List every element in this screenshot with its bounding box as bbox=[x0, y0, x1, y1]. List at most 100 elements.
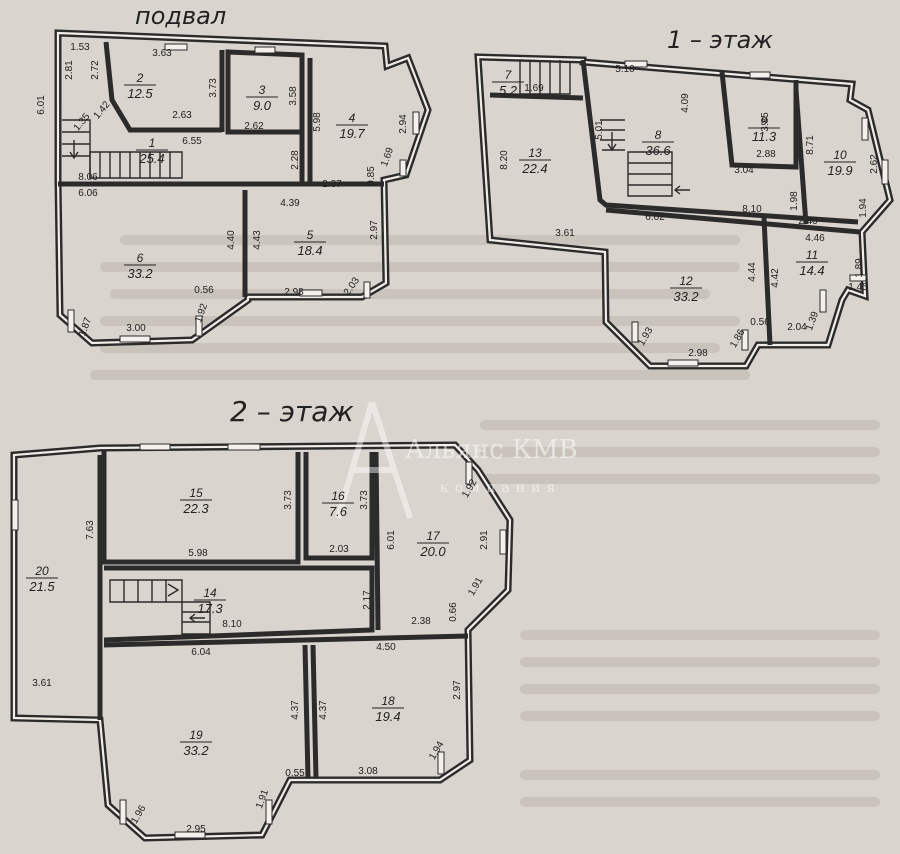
room-number: 12 bbox=[679, 274, 693, 288]
basement-stairs bbox=[62, 119, 183, 179]
window bbox=[164, 43, 188, 51]
room-number: 6 bbox=[137, 251, 144, 265]
window bbox=[499, 529, 507, 555]
floor1-stairs bbox=[519, 59, 690, 197]
window bbox=[119, 799, 127, 825]
window bbox=[119, 335, 151, 343]
room-number: 3 bbox=[259, 83, 266, 97]
watermark-name: Альянс КМВ bbox=[405, 435, 578, 465]
room-label-f7: 75.2 bbox=[492, 68, 524, 98]
window bbox=[849, 274, 867, 282]
dimension-label: 8.10 bbox=[222, 619, 242, 630]
room-number: 18 bbox=[381, 694, 395, 708]
dimension-label: 3.61 bbox=[555, 228, 575, 239]
room-label-s16: 167.6 bbox=[322, 489, 354, 519]
dimension-label: 2.94 bbox=[398, 114, 409, 134]
dimension-label: 2.37 bbox=[322, 179, 342, 190]
room-area: 36.6 bbox=[645, 143, 671, 158]
window bbox=[819, 289, 827, 313]
room-number: 7 bbox=[505, 68, 513, 82]
dimension-label: 3.04 bbox=[734, 165, 754, 176]
room-label-b4: 419.7 bbox=[336, 111, 368, 141]
dimension-label: 1.69 bbox=[524, 83, 544, 94]
dimension-label: 0.55 bbox=[285, 768, 305, 779]
dimension-label: 2.28 bbox=[290, 150, 301, 170]
window bbox=[624, 60, 648, 68]
room-area: 20.0 bbox=[419, 544, 446, 559]
dimension-label: 1.69 bbox=[379, 146, 396, 168]
dimension-label: 1.87 bbox=[77, 316, 94, 338]
watermark: Альянс КМВ компания bbox=[335, 401, 578, 519]
dimension-label: 2.88 bbox=[756, 149, 776, 160]
dimension-label: 7.63 bbox=[85, 520, 96, 540]
room-area: 19.7 bbox=[339, 126, 365, 141]
dimension-label: 4.40 bbox=[226, 230, 237, 250]
dimension-label: 2.91 bbox=[479, 530, 490, 550]
dimension-label: 1.53 bbox=[70, 42, 90, 53]
room-number: 19 bbox=[189, 728, 203, 742]
dimension-label: 2.98 bbox=[284, 287, 304, 298]
room-label-b6: 633.2 bbox=[124, 251, 156, 281]
dimension-label: 4.50 bbox=[376, 642, 396, 653]
room-number: 14 bbox=[203, 586, 217, 600]
watermark-sub: компания bbox=[440, 480, 561, 496]
dimension-label: 2.04 bbox=[787, 322, 807, 333]
room-number: 8 bbox=[655, 128, 662, 142]
room-number: 9 bbox=[761, 114, 768, 128]
dimension-label: 8.06 bbox=[78, 172, 98, 183]
room-area: 33.2 bbox=[673, 289, 699, 304]
dimension-label: 4.37 bbox=[290, 700, 301, 720]
window bbox=[195, 315, 203, 337]
window bbox=[741, 329, 749, 351]
room-label-b3: 39.0 bbox=[246, 83, 278, 113]
dimension-label: 2.03 bbox=[329, 544, 349, 555]
window bbox=[861, 117, 869, 141]
room-number: 16 bbox=[331, 489, 345, 503]
dimension-label: 3.63 bbox=[152, 48, 172, 59]
room-area: 5.2 bbox=[499, 83, 518, 98]
dimension-label: 0.56 bbox=[750, 317, 770, 328]
dimension-label: 1.94 bbox=[858, 198, 869, 218]
dimension-label: 3.73 bbox=[208, 78, 219, 98]
watermark-logo bbox=[335, 401, 413, 519]
room-area: 21.5 bbox=[28, 579, 55, 594]
dimension-label: 8.10 bbox=[742, 204, 762, 215]
dimension-label: 1.98 bbox=[789, 191, 800, 211]
dimension-label: 2.62 bbox=[869, 154, 880, 174]
room-area: 33.2 bbox=[127, 266, 153, 281]
dimension-label: 3.08 bbox=[358, 766, 378, 777]
dimension-label: 4.37 bbox=[318, 700, 329, 720]
room-area: 18.4 bbox=[297, 243, 322, 258]
room-label-f8: 836.6 bbox=[642, 128, 674, 158]
room-area: 22.3 bbox=[182, 501, 209, 516]
room-number: 13 bbox=[528, 146, 542, 160]
room-area: 33.2 bbox=[183, 743, 209, 758]
dimension-label: 0.85 bbox=[366, 166, 377, 186]
room-label-f9: 911.3 bbox=[748, 114, 780, 144]
floor2-plan bbox=[10, 441, 514, 842]
dimension-label: 5.98 bbox=[188, 548, 208, 559]
dimension-label: 2.97 bbox=[369, 220, 380, 240]
dimension-label: 4.44 bbox=[747, 262, 758, 282]
dimension-label: 5.01 bbox=[594, 120, 605, 140]
floor2-title: 2 – этаж bbox=[230, 395, 354, 428]
window bbox=[399, 159, 407, 177]
room-area: 9.0 bbox=[253, 98, 272, 113]
floor2-stairs bbox=[109, 579, 211, 635]
room-number: 17 bbox=[426, 529, 441, 543]
dimension-label: 4.39 bbox=[280, 198, 300, 209]
dimension-label: 6.06 bbox=[78, 188, 98, 199]
dimension-label: 2.97 bbox=[452, 680, 463, 700]
dimension-label: 3.73 bbox=[359, 490, 370, 510]
dimension-label: 2.72 bbox=[90, 60, 101, 80]
window bbox=[11, 499, 19, 531]
dimension-label: 6.02 bbox=[645, 212, 665, 223]
